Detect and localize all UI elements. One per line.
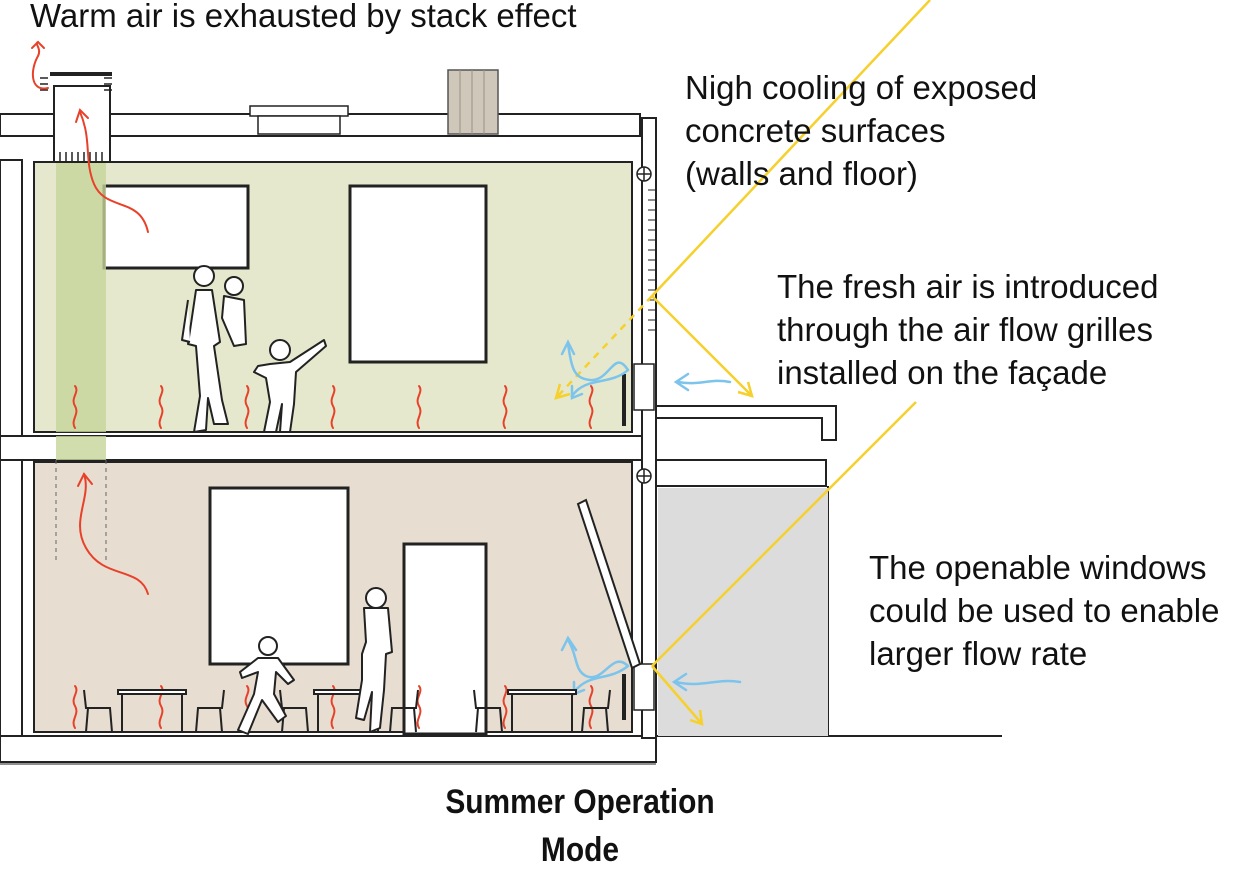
openable-windows-line: could be used to enable [869,592,1220,629]
sun-ray-upper [651,0,931,297]
lower-fresh-air-indoor [566,638,630,679]
left-wall-upper [0,159,23,437]
terrace-parapet [655,459,827,487]
upper-air-flow-grille [633,363,655,411]
openable-windows-line: larger flow rate [869,635,1088,672]
chair [195,689,225,733]
furniture [83,689,611,733]
night-cooling-line: (walls and floor) [685,155,918,192]
shading-screen [658,488,828,736]
lower-rise-arrow [79,473,149,595]
upper-floor-heat [72,385,594,429]
stack-exhaust-arrow [31,41,49,90]
warm-air-arrows [31,40,594,729]
stack-effect-label: Warm air is exhausted by stack effect [30,0,577,34]
intermediate-floor-slab [0,435,657,461]
sun-ray-lower [651,401,917,667]
fresh-air-line: The fresh air is introduced [777,268,1159,305]
fresh-air-line: through the air flow grilles [777,311,1154,348]
people [181,265,393,735]
night-cooling-line: Nigh cooling of exposed [685,69,1038,106]
lower-fresh-air-inlet [674,679,742,686]
child-running [237,636,295,735]
chair [473,689,503,733]
facade-louvre-ticks [648,189,656,331]
rooftop-unit [447,69,499,135]
chair [389,689,419,733]
adult-standing [355,587,393,733]
lower-air-flow-grille [633,663,655,711]
openable-windows-line: The openable windows [869,549,1207,586]
caption-line: Mode [540,831,620,869]
night-cooling-line: concrete surfaces [685,112,946,149]
left-wall-lower [0,459,23,737]
rooftop-elements [249,69,499,135]
upper-fresh-air-inlet [676,379,732,385]
diagram-caption: Summer Operation Mode [386,778,773,874]
building-section [0,113,1002,765]
fresh-air-arrows [560,339,742,696]
upper-wall-window [348,184,488,364]
caption-line: Summer Operation [445,783,715,821]
table [117,689,187,732]
skylight [249,105,349,117]
facade-grilles [622,166,655,720]
terrace-outline [656,405,837,441]
upper-fresh-air-indoor [566,342,630,382]
upper-clerestory-window [102,184,250,270]
sun-rays [554,0,931,726]
facade-column [641,117,657,739]
stack-chimney [40,72,112,560]
fresh-air-line: installed on the façade [777,354,1108,391]
ground-floor-slab [0,735,657,763]
adult-carrying-child [181,265,247,433]
chair [581,689,611,733]
child-pointing [253,339,327,433]
lower-wall-window [208,486,350,666]
lower-floor-heat [72,685,594,729]
sun-ray-upper-reflected [651,295,753,397]
table [507,689,577,732]
chimney-rise-arrow [79,111,149,233]
sun-ray-lower-reflected [651,665,703,725]
openable-window-sash [576,498,642,670]
chair [83,689,113,733]
